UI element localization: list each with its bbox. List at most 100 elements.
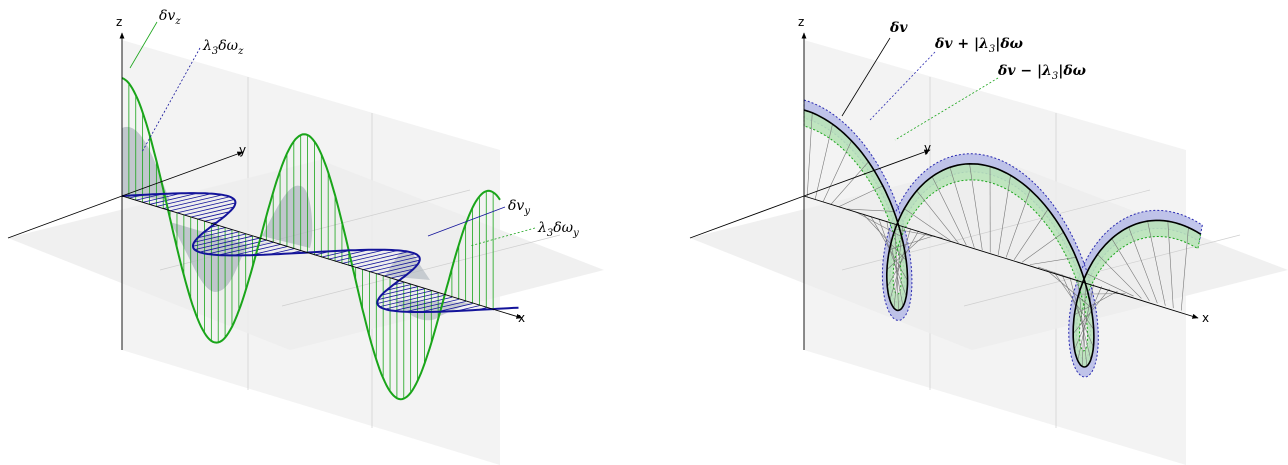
left-y-hatch-line <box>377 290 432 304</box>
right-dvminus-leader <box>894 77 999 141</box>
right-spoke-line <box>1097 254 1142 299</box>
right-spoke-line <box>1086 273 1134 297</box>
right-spoke-line <box>1013 209 1049 260</box>
right-panel: z y x δv δv + |λ3|δω δv − |λ3|δω <box>689 15 1288 465</box>
left-y-hatch-line <box>149 192 198 205</box>
right-spoke-line <box>1167 221 1174 309</box>
left-z-wave <box>121 77 501 401</box>
left-dwz-fill <box>170 222 248 292</box>
left-xy-plane <box>8 160 604 350</box>
left-y-label: y <box>239 143 246 157</box>
left-y-hatch-line <box>203 227 226 234</box>
right-spoke-line <box>878 218 907 297</box>
left-dvz-leader <box>129 21 158 69</box>
right-xy-plane <box>690 160 1288 350</box>
left-y-hatch-line <box>348 251 409 266</box>
right-x-label: x <box>1202 311 1209 325</box>
left-y-hatch-line <box>197 229 233 239</box>
left-y-axis <box>121 151 244 197</box>
left-y-hatch-line <box>381 286 418 296</box>
left-dvz-label: δvz <box>159 8 181 27</box>
left-y-hatch-line <box>355 253 416 269</box>
right-spoke-line <box>1029 257 1077 265</box>
right-spoke-line <box>886 232 927 270</box>
right-spoke-line <box>1074 286 1102 350</box>
left-y-hatch-line <box>378 288 425 300</box>
left-y-hatch-line <box>334 249 385 262</box>
right-spoke-line <box>887 230 919 287</box>
right-spoke-line <box>1180 227 1189 311</box>
right-spoke-line <box>1069 276 1092 360</box>
right-spoke-line <box>1147 221 1166 306</box>
left-x-axis <box>121 195 523 319</box>
right-spoke-line <box>886 221 904 307</box>
left-dvy-leader <box>427 206 506 237</box>
right-z-label: z <box>798 15 804 29</box>
left-y-hatch-line <box>194 231 239 243</box>
left-dwz-fill <box>122 126 170 200</box>
right-spoke-line <box>997 175 1011 256</box>
left-y-hatch-line <box>218 242 274 256</box>
left-z-label: z <box>116 15 122 29</box>
left-panel: z y x δvz λ3δωz δvy λ3δωy <box>7 8 604 465</box>
left-x-label: x <box>518 311 525 325</box>
right-dvplus-label: δv + |λ3|δω <box>934 36 1024 55</box>
left-y-hatch-line <box>362 256 420 271</box>
right-y-axis <box>803 149 931 197</box>
right-spoke-line <box>1077 283 1094 361</box>
left-y-hatch-line <box>199 237 260 253</box>
right-y-label: y <box>924 141 931 155</box>
right-spoke-line <box>814 124 833 200</box>
left-l3dwz-label: λ3δωz <box>202 38 244 57</box>
left-dvy-label: δvy <box>508 198 530 217</box>
right-outer-band <box>803 99 1203 378</box>
left-y-hatch-line <box>384 294 446 310</box>
left-y-hatch-line <box>369 259 420 273</box>
left-y-hatch-line <box>183 202 236 216</box>
right-spoke-line <box>822 140 852 202</box>
right-spoke-line <box>904 208 951 241</box>
right-spoke-line <box>1081 281 1087 367</box>
left-z-hatch <box>128 83 494 399</box>
left-y-wave <box>121 192 519 313</box>
left-y-hatch-line <box>190 206 234 218</box>
right-spoke-line <box>1061 274 1094 348</box>
right-spoke-line <box>916 190 959 244</box>
left-y-hatch-line <box>194 235 253 250</box>
right-spoke-line <box>846 208 894 212</box>
left-l3dwy-label: λ3δωy <box>537 220 579 239</box>
right-spoke-line <box>949 167 975 248</box>
left-y-hatch-line <box>142 192 182 203</box>
right-spoke-line <box>838 185 883 207</box>
right-spoke-line <box>894 223 899 311</box>
left-y-hatch-line <box>405 298 459 313</box>
right-spoke-line <box>1045 269 1092 308</box>
left-y-hatch-line <box>192 233 246 247</box>
right-dvminus-label: δv − |λ3|δω <box>997 63 1087 82</box>
left-y-hatch-line <box>176 199 235 214</box>
right-spoke-line <box>1021 231 1064 263</box>
right-spoke-line <box>1111 238 1150 302</box>
left-y-hatch-line <box>389 273 408 279</box>
left-dwy-leader <box>469 227 536 247</box>
right-spokes <box>806 112 1189 367</box>
left-y-hatch-line <box>437 303 473 313</box>
left-y-hatch-line <box>420 301 466 313</box>
right-spoke-line <box>1005 189 1031 258</box>
left-y-hatch-line <box>386 284 411 291</box>
left-y-hatch-line <box>376 264 418 275</box>
right-dv-leader <box>841 37 891 117</box>
right-y-axis-back <box>689 195 805 239</box>
left-y-hatch-line <box>156 193 212 207</box>
right-spoke-line <box>969 163 983 251</box>
left-y-hatch-line <box>393 296 452 312</box>
right-spoke-line <box>1128 227 1158 304</box>
right-spoke-line <box>1074 290 1118 316</box>
right-spoke-line <box>862 213 907 261</box>
right-spoke-line <box>806 112 813 197</box>
right-spoke-line <box>830 161 869 205</box>
left-y-hatch-line <box>379 292 439 308</box>
left-y-hatch-line <box>163 194 223 210</box>
left-y-hatch-line <box>328 249 369 260</box>
right-spoke-line <box>889 235 935 251</box>
